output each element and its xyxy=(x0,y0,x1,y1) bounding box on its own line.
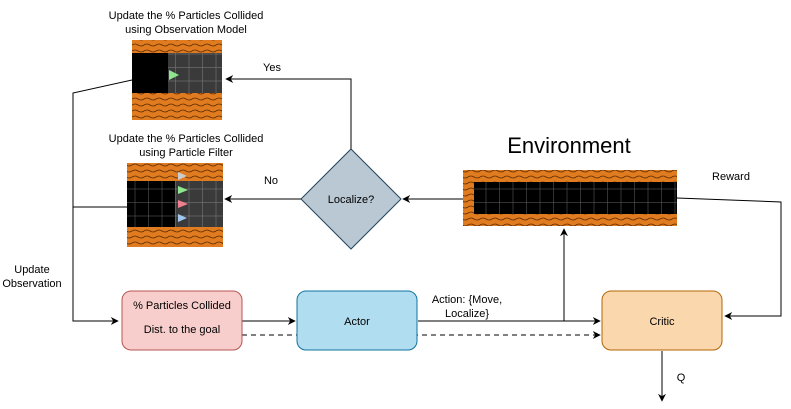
edge-update-observation xyxy=(72,79,133,325)
localize-label: Localize? xyxy=(328,194,374,206)
state-label-line1: % Particles Collided xyxy=(133,300,231,312)
particle-gray-icon xyxy=(178,172,187,180)
critic-label: Critic xyxy=(649,316,675,328)
particle-blue-icon xyxy=(178,214,187,222)
update-observation-label-line2: Observation xyxy=(2,278,61,290)
particle-filter-title-line2: using Particle Filter xyxy=(139,147,233,159)
grid-world-particle-filter-icon xyxy=(127,163,223,247)
particle-green-icon xyxy=(178,186,188,194)
localize-decision xyxy=(300,148,402,250)
action-label-line1: Action: {Move, xyxy=(432,294,502,306)
environment-corridor-grid-icon xyxy=(463,170,677,226)
update-observation-label-line1: Update xyxy=(14,264,49,276)
environment-label: Environment xyxy=(507,133,631,158)
state-node xyxy=(121,290,243,351)
no-label: No xyxy=(264,175,278,187)
agent-triangle-icon xyxy=(169,70,179,80)
edge-reward-to-critic xyxy=(676,197,782,320)
action-label-line2: Localize} xyxy=(445,308,489,320)
grid-world-observation-model-icon xyxy=(132,40,222,120)
edge-yes xyxy=(225,75,352,149)
actor-node xyxy=(296,290,418,351)
particle-filter-title-line1: Update the % Particles Collided xyxy=(109,133,264,145)
state-label-line2: Dist. to the goal xyxy=(144,324,220,336)
critic-node xyxy=(601,290,723,351)
observation-model-title-line2: using Observation Model xyxy=(125,24,247,36)
q-label: Q xyxy=(677,372,686,384)
yes-label: Yes xyxy=(263,62,281,74)
observation-model-title-line1: Update the % Particles Collided xyxy=(109,10,264,22)
particle-pink-icon xyxy=(178,200,188,208)
reward-label: Reward xyxy=(712,171,750,183)
actor-label: Actor xyxy=(344,316,370,328)
